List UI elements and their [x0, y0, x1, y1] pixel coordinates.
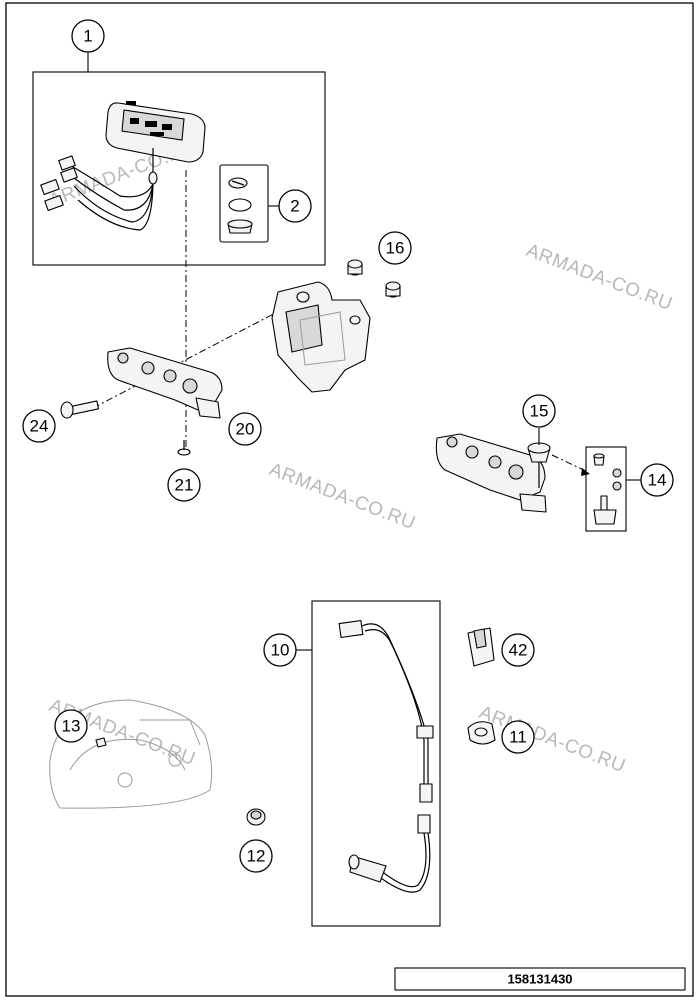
- callout-15: 15: [522, 394, 556, 445]
- svg-text:16: 16: [386, 239, 405, 258]
- group-box-14: [585, 446, 627, 532]
- svg-text:15: 15: [530, 402, 549, 421]
- svg-text:12: 12: [247, 847, 266, 866]
- watermark-2: ARMADA-CO.RU: [523, 240, 675, 315]
- screw-24: [60, 400, 100, 419]
- svg-text:42: 42: [509, 641, 528, 660]
- callout-1: 1: [71, 19, 105, 53]
- speedometer-part: [40, 101, 206, 231]
- page-frame: [5, 2, 694, 997]
- svg-text:13: 13: [62, 717, 81, 736]
- svg-text:1: 1: [83, 27, 92, 46]
- svg-text:2: 2: [290, 197, 299, 216]
- group-box-speedometer: [32, 71, 326, 266]
- svg-text:11: 11: [509, 728, 527, 747]
- callout-10: 10: [263, 633, 297, 667]
- holder-bracket-part: [271, 281, 371, 393]
- callout-42: 42: [501, 633, 535, 667]
- callout-2: 2: [268, 189, 312, 223]
- brake-disc-faint: [49, 699, 213, 809]
- svg-text:21: 21: [175, 476, 194, 495]
- callout-20: 20: [228, 412, 262, 446]
- screw-21: [177, 440, 191, 456]
- bushing-parts: [347, 259, 401, 298]
- svg-text:20: 20: [236, 420, 255, 439]
- clip-11: [467, 721, 496, 745]
- seal-parts: [227, 177, 253, 234]
- clip-42: [467, 627, 495, 667]
- bushing-12: [246, 808, 266, 826]
- callout-11: 11: [501, 720, 535, 754]
- callout-24: 24: [22, 409, 56, 443]
- callout-14: 14: [626, 463, 674, 497]
- handlebar-clamp-left: [107, 347, 223, 419]
- callout-13: 13: [54, 709, 88, 743]
- document-number-box: 158131430: [394, 967, 686, 991]
- svg-text:10: 10: [271, 641, 290, 660]
- callout-16: 16: [378, 231, 412, 265]
- callout-21: 21: [167, 468, 201, 502]
- svg-text:14: 14: [648, 471, 667, 490]
- group-box-seal: [219, 164, 269, 243]
- watermark-5: ARMADA-CO.RU: [476, 702, 628, 777]
- svg-text:24: 24: [30, 417, 49, 436]
- bushing-15: [527, 442, 551, 488]
- parts-14: [593, 453, 622, 525]
- group-box-sensor: [311, 600, 441, 927]
- sensor-cable-part: [338, 619, 434, 893]
- watermark-3: ARMADA-CO.RU: [266, 459, 418, 534]
- callout-12: 12: [239, 839, 273, 873]
- document-number: 158131430: [507, 972, 572, 987]
- part-13: [95, 737, 107, 748]
